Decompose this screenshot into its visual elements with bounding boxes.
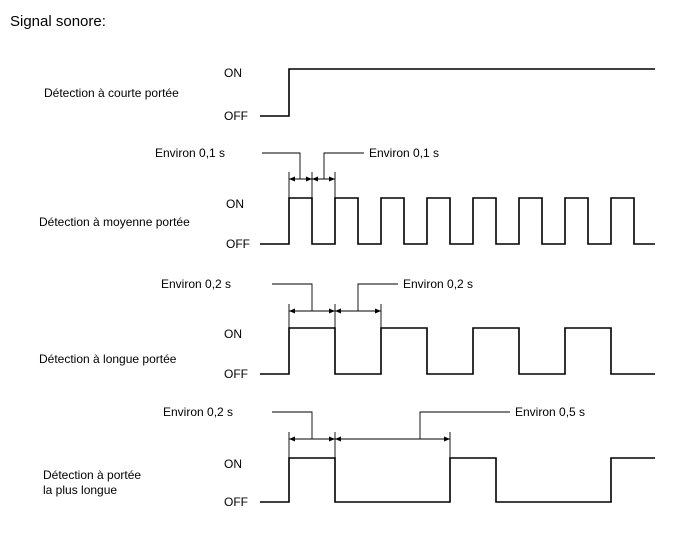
waveform-longest <box>260 457 655 503</box>
arrowhead <box>289 436 295 442</box>
row-label-long: Détection à longue portée <box>39 352 177 366</box>
arrowhead <box>335 308 341 314</box>
leader-line-on <box>262 152 301 179</box>
on-label: ON <box>224 66 242 80</box>
waveform-medium <box>260 197 655 245</box>
arrowhead <box>329 308 335 314</box>
arrowhead <box>312 176 318 182</box>
arrowhead <box>289 176 295 182</box>
duration-label-off: Environ 0,2 s <box>403 277 473 291</box>
off-label: OFF <box>224 367 248 381</box>
row-long-range: Environ 0,2 s Environ 0,2 s Détection à … <box>39 277 655 381</box>
leader-line-off <box>323 152 364 179</box>
leader-line-off <box>419 411 510 439</box>
on-label: ON <box>224 457 242 471</box>
leader-line-on <box>272 411 313 439</box>
on-label: ON <box>224 327 242 341</box>
row-short-range: Détection à courte portée ON OFF <box>44 66 655 123</box>
off-label: OFF <box>224 495 248 509</box>
waveform-long <box>260 327 655 375</box>
row-medium-range: Environ 0,1 s Environ 0,1 s Détection à … <box>39 146 655 251</box>
duration-label-on: Environ 0,2 s <box>163 405 233 419</box>
waveform-short <box>260 68 655 117</box>
arrowhead <box>335 436 341 442</box>
duration-label-off: Environ 0,1 s <box>369 146 439 160</box>
leader-line-off <box>357 283 398 311</box>
leader-line-on <box>272 283 313 311</box>
duration-label-off: Environ 0,5 s <box>515 405 585 419</box>
arrowhead <box>306 176 312 182</box>
row-label-longest-line2: la plus longue <box>43 483 117 497</box>
arrowhead <box>329 436 335 442</box>
arrowhead <box>329 176 335 182</box>
row-label-medium: Détection à moyenne portée <box>39 215 190 229</box>
duration-label-on: Environ 0,1 s <box>155 146 225 160</box>
arrowhead <box>375 308 381 314</box>
off-label: OFF <box>226 237 250 251</box>
arrowhead <box>444 436 450 442</box>
row-longest-range: Environ 0,2 s Environ 0,5 s Détection à … <box>43 405 655 509</box>
duration-label-on: Environ 0,2 s <box>161 277 231 291</box>
row-label-short: Détection à courte portée <box>44 86 179 100</box>
row-label-longest-line1: Détection à portée <box>43 468 141 482</box>
diagram-title: Signal sonore: <box>10 13 106 30</box>
off-label: OFF <box>224 109 248 123</box>
arrowhead <box>289 308 295 314</box>
on-label: ON <box>226 197 244 211</box>
